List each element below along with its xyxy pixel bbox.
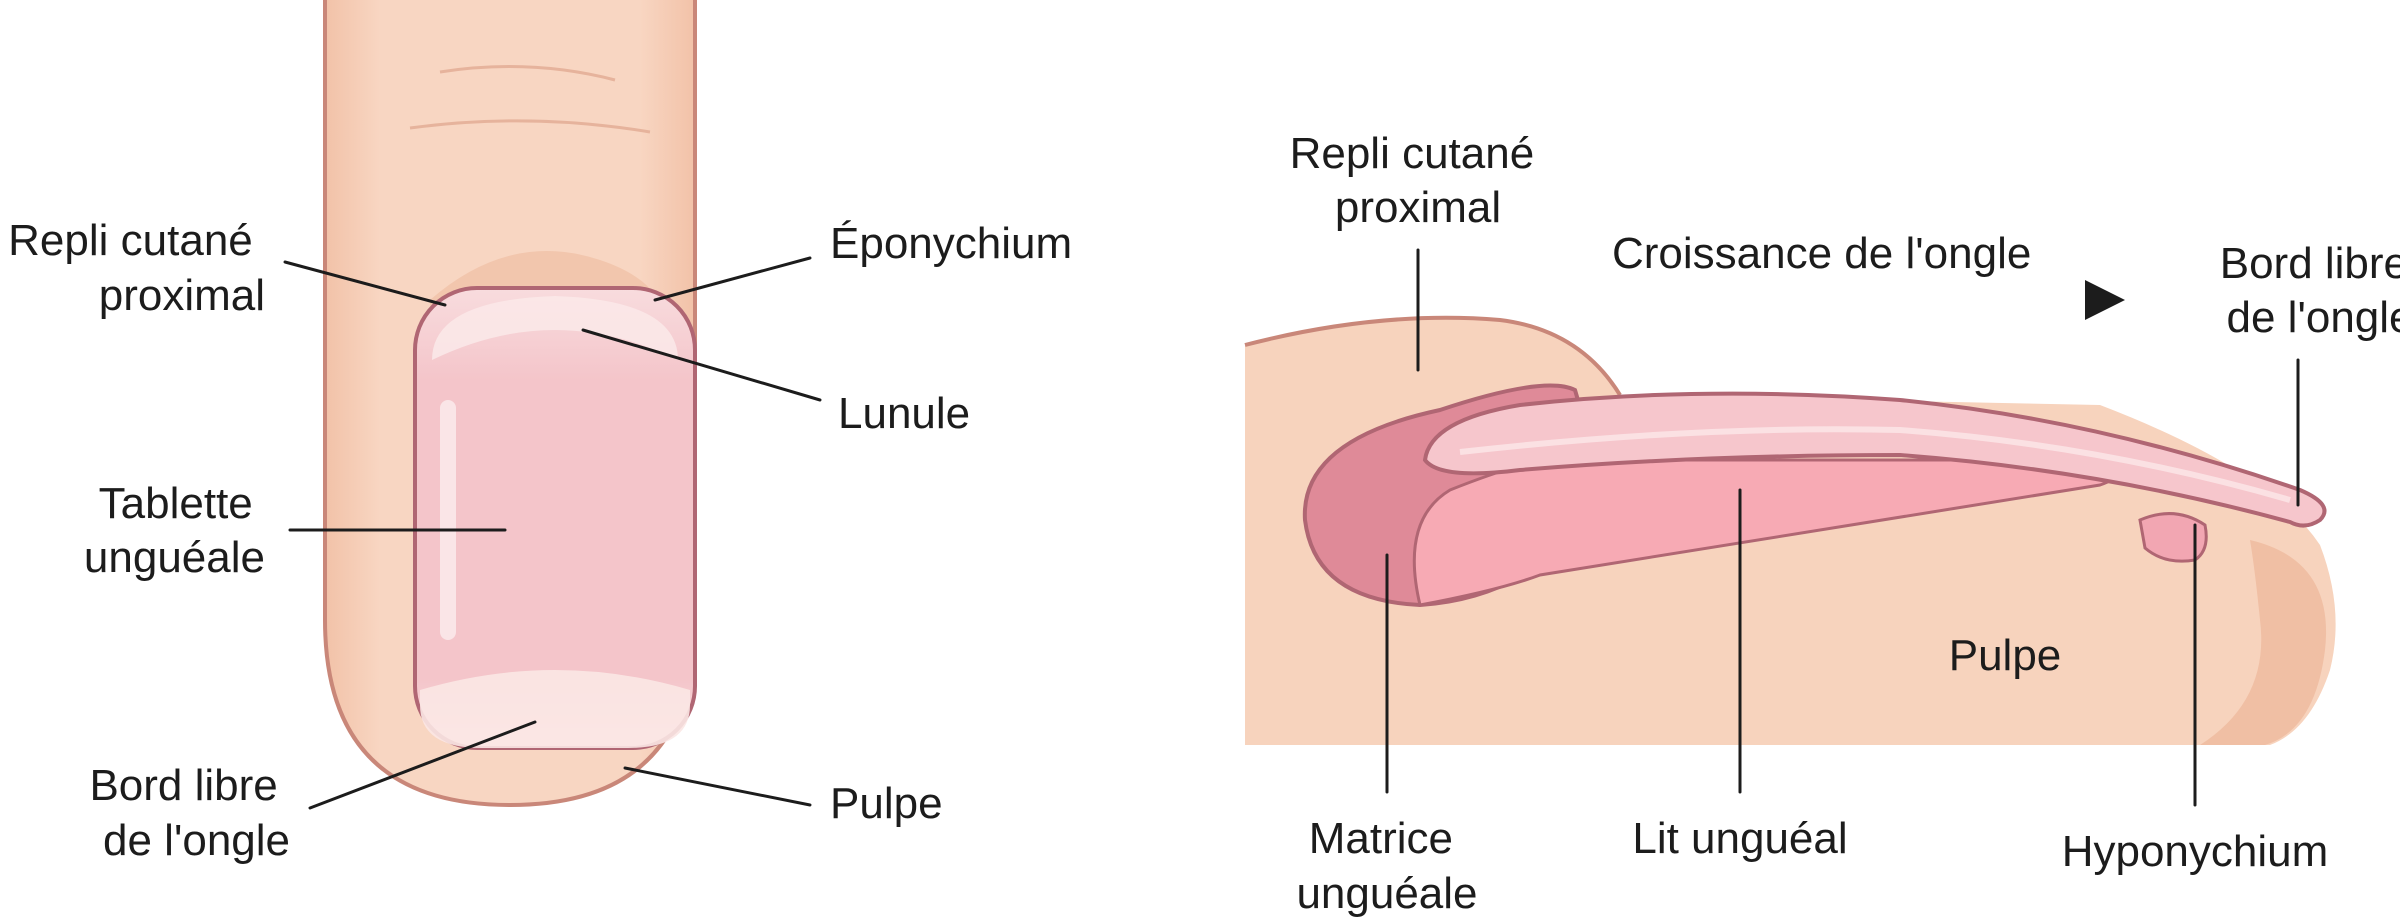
label-free-edge-side: Bord libre de l'ongle [2220,239,2400,342]
label-proximal-fold-side: Repli cutané proximal [1290,129,1547,232]
nail-plate-side-shape [1422,391,2327,528]
label-matrix: Matrice unguéale [1296,814,1477,918]
knuckle-crease [439,65,616,82]
leader-line [308,720,537,810]
side-view: Croissance de l'ongle Repli cutané proxi… [1244,129,2400,918]
leader-line [581,328,822,402]
label-hyponychium: Hyponychium [2062,827,2329,876]
label-nail-plate: Tablette unguéale [84,479,265,582]
hyponychium-shape [2138,512,2208,563]
label-pulp-side: Pulpe [1949,631,2062,680]
leader-line [283,260,447,307]
label-free-edge-front: Bord libre de l'ongle [89,761,290,865]
leader-line [623,766,812,807]
fingertip-shadow [2200,540,2327,745]
label-proximal-fold-front: Repli cutané proximal [8,216,265,320]
label-eponychium: Éponychium [830,219,1072,268]
free-edge-shape [420,670,690,748]
lunula-shape [432,296,678,360]
label-growth-arrow: Croissance de l'ongle [1612,229,2031,278]
front-view: Repli cutané proximal Éponychium Lunule … [8,0,1072,865]
knuckle-crease [409,119,651,134]
nail-highlight [440,400,456,640]
label-nail-bed: Lit unguéal [1632,814,1847,863]
proximal-fold-outline [1244,315,1622,397]
label-lunula: Lunule [838,389,970,438]
label-pulp-front: Pulpe [830,779,943,828]
growth-arrow-head [2085,280,2125,320]
nail-plate-highlight [1459,426,2291,503]
leader-line [653,256,812,302]
